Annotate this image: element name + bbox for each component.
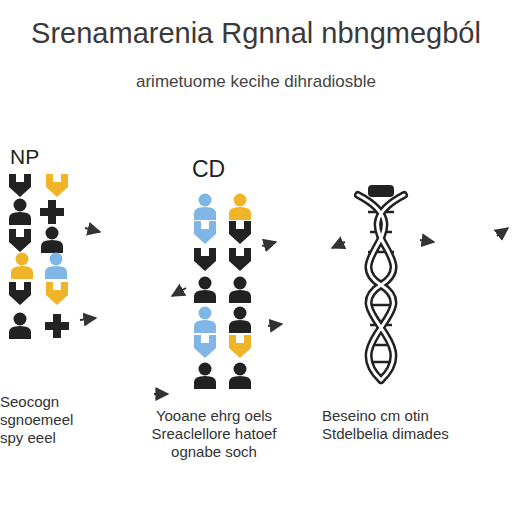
left-icon-column <box>9 174 69 339</box>
subtitle-text: arimetuome kecihe dihradiosble <box>0 72 512 92</box>
icon <box>9 199 31 226</box>
icon <box>11 253 33 280</box>
column-label: CD <box>192 156 242 184</box>
icon <box>229 363 251 390</box>
icon <box>9 229 31 252</box>
icon <box>46 174 68 197</box>
arrow <box>85 228 100 232</box>
icon <box>46 282 68 305</box>
icon <box>229 221 251 244</box>
icon <box>229 307 251 334</box>
icon <box>229 335 251 358</box>
middle-icon-column <box>194 194 251 390</box>
arrow <box>172 288 186 296</box>
icon <box>9 174 31 197</box>
icon <box>9 282 31 305</box>
icon <box>194 248 216 271</box>
arrow <box>80 318 96 320</box>
icon <box>40 200 64 224</box>
small-arrows <box>80 228 508 394</box>
arrow <box>154 393 168 395</box>
arrow <box>332 242 345 248</box>
caption-text: Beseino cm otin Stdelbelia dimades <box>322 407 472 443</box>
icon <box>194 194 216 221</box>
icon <box>45 314 69 338</box>
icon <box>194 277 216 304</box>
arrow <box>268 324 282 326</box>
icon <box>229 277 251 304</box>
icon <box>194 363 216 390</box>
icon <box>41 227 63 254</box>
arrow <box>497 228 508 236</box>
icon <box>9 313 31 340</box>
arrow <box>262 242 276 246</box>
icon <box>194 307 216 334</box>
icon <box>194 335 216 358</box>
caption-text: Yooane ehrg oels Sreaclellore hatoef ogn… <box>130 407 298 461</box>
icon <box>194 221 216 244</box>
column-label: NP <box>10 144 60 169</box>
helix-cap <box>368 185 394 197</box>
icon <box>45 253 67 280</box>
icon <box>229 194 251 221</box>
helix-highlights <box>358 195 404 380</box>
caption-text: Seocogn sgnoemeel spy eeel <box>0 393 92 447</box>
arrow <box>420 240 434 242</box>
helix-strands <box>358 195 404 380</box>
dna-helix <box>358 185 404 380</box>
icon <box>229 248 251 271</box>
title-text: Srenamarenia Rgnnal nbngmegból <box>0 16 512 51</box>
